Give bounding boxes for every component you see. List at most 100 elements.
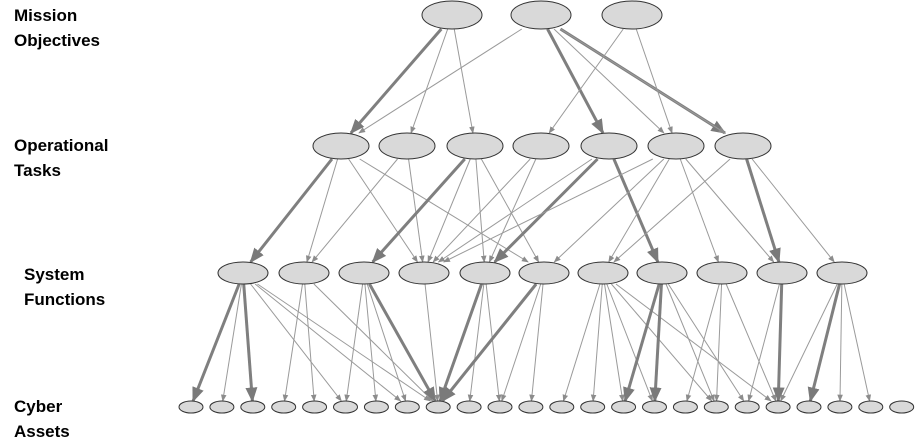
edge-o3-s4 — [488, 158, 537, 263]
edge-m2-o3 — [548, 28, 624, 134]
edge-s10-c20 — [807, 283, 842, 403]
edge-s0-c7 — [254, 283, 402, 402]
edge-o5-s3 — [443, 158, 654, 263]
cyber-asset-node-22 — [858, 400, 884, 414]
edge-s6-c19 — [615, 283, 772, 402]
edge-s9-c19 — [772, 283, 785, 403]
edge-m1-o4 — [546, 28, 605, 135]
edge-s6-c13 — [590, 283, 603, 402]
layer-label-system-functions: System Functions — [24, 265, 106, 309]
edge-o6-s6 — [613, 158, 731, 263]
cyber-asset-node-9 — [456, 400, 482, 414]
cyber-asset-node-1 — [209, 400, 235, 414]
edge-o5-s6 — [608, 158, 670, 263]
edge-o2-s5 — [480, 158, 540, 263]
edge-s10-c21 — [837, 283, 843, 402]
edge-o0-s3 — [348, 158, 418, 263]
operational-task-node-6 — [714, 132, 772, 160]
cyber-asset-node-17 — [703, 400, 729, 414]
edge-s0-c1 — [220, 283, 242, 402]
mission-objective-node-0 — [421, 0, 483, 30]
edge-s0-c8 — [257, 283, 431, 402]
edge-s8-c19 — [725, 283, 777, 402]
edge-m0-o2 — [453, 28, 475, 134]
edge-s10-c19 — [780, 283, 838, 402]
edge-s4-c8 — [438, 283, 483, 403]
system-function-node-3 — [398, 261, 450, 285]
cyber-asset-node-16 — [672, 400, 698, 414]
edge-s10-c22 — [843, 283, 872, 402]
cyber-asset-node-0 — [178, 400, 204, 414]
edge-s2-c5 — [344, 283, 364, 402]
operational-task-node-1 — [378, 132, 436, 160]
system-function-node-1 — [278, 261, 330, 285]
operational-task-node-0 — [312, 132, 370, 160]
system-function-node-6 — [577, 261, 629, 285]
edge-o6-s9 — [745, 158, 781, 264]
layer-label-operational-tasks: Operational Tasks — [14, 136, 109, 180]
edge-s0-c0 — [191, 283, 241, 403]
edge-s2-c7 — [366, 283, 407, 402]
cyber-asset-node-3 — [271, 400, 297, 414]
edge-m0-o0 — [349, 28, 443, 135]
layer-label-cyber-assets: Cyber Assets — [14, 397, 70, 441]
edge-o0-s0 — [249, 158, 334, 264]
operational-task-node-5 — [647, 132, 705, 160]
edge-m0-o1 — [410, 28, 449, 134]
system-function-node-4 — [459, 261, 511, 285]
system-function-node-5 — [518, 261, 570, 285]
edge-o5-s8 — [679, 158, 719, 263]
edge-s3-c8 — [424, 283, 440, 402]
cyber-asset-node-8 — [425, 400, 451, 414]
cyber-asset-node-10 — [487, 400, 513, 414]
system-function-node-8 — [696, 261, 748, 285]
cyber-asset-node-14 — [611, 400, 637, 414]
cyber-asset-node-11 — [518, 400, 544, 414]
cyber-asset-node-6 — [363, 400, 389, 414]
edge-m1-o5 — [553, 28, 665, 134]
edge-o6-s10 — [751, 158, 835, 263]
edge-s7-c15 — [649, 283, 663, 403]
system-function-node-0 — [217, 261, 269, 285]
cyber-asset-node-2 — [240, 400, 266, 414]
mission-objective-node-1 — [510, 0, 572, 30]
edge-s0-c5 — [250, 283, 342, 402]
edge-layer — [191, 27, 872, 403]
edge-o4-s4 — [493, 157, 599, 264]
edge-o5-s5 — [553, 158, 665, 263]
edge-s7-c14 — [623, 283, 661, 403]
edge-s7-c18 — [667, 283, 745, 402]
cyber-asset-node-12 — [549, 400, 575, 414]
edge-o5-s9 — [685, 158, 775, 263]
cyber-asset-node-13 — [580, 400, 606, 414]
edge-s5-c8 — [441, 283, 538, 403]
edge-s8-c17 — [714, 283, 723, 402]
edge-s8-c16 — [685, 283, 720, 402]
mission-objective-node-2 — [601, 0, 663, 30]
edge-m1-o7 — [560, 28, 726, 134]
edge-s4-c10 — [485, 283, 502, 402]
edge-s7-c17 — [665, 283, 715, 402]
operational-task-node-4 — [580, 132, 638, 160]
edge-o1-s1 — [311, 158, 398, 263]
cyber-asset-node-23 — [889, 400, 915, 414]
operational-task-node-2 — [446, 132, 504, 160]
operational-task-node-3 — [512, 132, 570, 160]
cyber-asset-node-20 — [796, 400, 822, 414]
edge-o1-s3 — [408, 158, 425, 263]
system-function-node-9 — [756, 261, 808, 285]
cyber-asset-node-7 — [394, 400, 420, 414]
system-function-node-2 — [338, 261, 390, 285]
edge-s9-c18 — [747, 283, 780, 402]
layer-label-mission-objectives: Mission Objectives — [14, 6, 100, 50]
edge-o2-s3 — [427, 158, 471, 263]
edge-s2-c6 — [364, 283, 379, 402]
edge-m2-o5 — [635, 28, 673, 134]
edge-s6-c15 — [606, 283, 653, 402]
edge-s6-c17 — [610, 283, 713, 402]
edge-m1-o0 — [358, 28, 523, 134]
edge-s6-c14 — [604, 283, 625, 402]
cyber-asset-node-21 — [827, 400, 853, 414]
edge-s1-c4 — [304, 283, 317, 402]
edge-s1-c3 — [282, 283, 303, 402]
